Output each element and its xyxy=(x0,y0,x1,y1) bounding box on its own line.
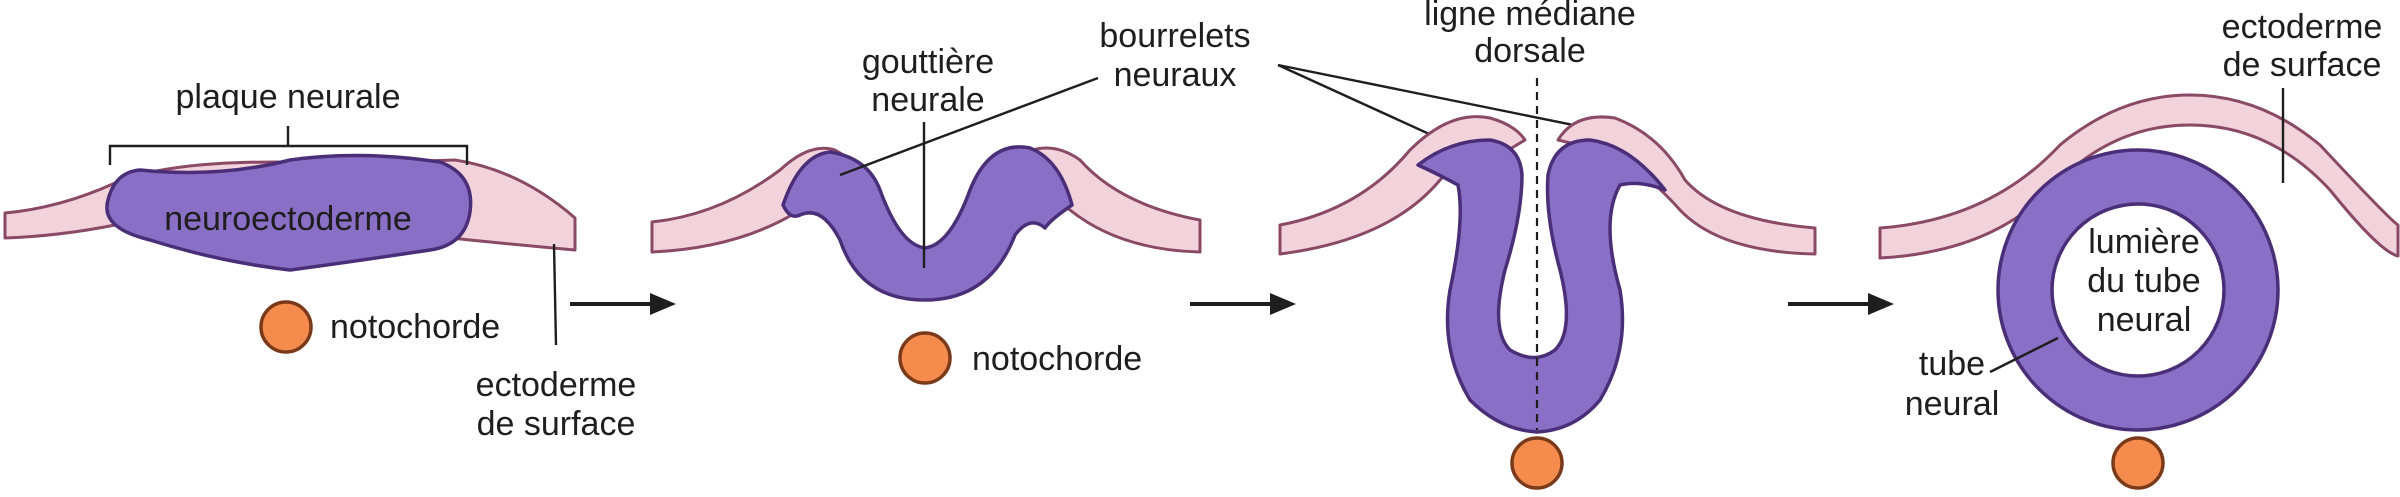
neural-plate-bracket xyxy=(108,126,469,165)
stage-neural-plate: neuroectoderme plaque neurale notochorde… xyxy=(3,78,637,443)
neuroectoderm-plate xyxy=(105,153,473,272)
neural-groove-label-line1: gouttière xyxy=(862,43,994,81)
arrow-3 xyxy=(1788,293,1894,315)
neural-folds-label-line1: bourrelets xyxy=(1099,17,1250,55)
neural-tube-ring xyxy=(1999,151,2277,429)
neural-folds-label-line2: neuraux xyxy=(1114,56,1237,94)
neural-tube-ring-inner xyxy=(2050,202,2226,378)
lumen-label-line3: neural xyxy=(2097,301,2192,339)
notochord-label: notochorde xyxy=(330,308,500,346)
notochord-circle xyxy=(2111,436,2165,490)
neural-folds-leader-left xyxy=(839,76,1099,177)
notochord-label: notochorde xyxy=(972,340,1142,378)
stage-neural-folds: ligne médiane dorsale xyxy=(1278,0,1817,490)
neuroectoderm-folds xyxy=(1416,138,1667,434)
notochord-circle xyxy=(1510,436,1564,490)
neural-tube-label-line2: neural xyxy=(1905,385,2000,423)
arrow-1 xyxy=(570,293,676,315)
surface-ectoderm-label-line1: ectoderme xyxy=(476,366,637,404)
notochord-circle xyxy=(259,300,313,354)
neural-plate-label: plaque neurale xyxy=(176,78,401,116)
neuroectoderm-groove xyxy=(781,145,1074,302)
lumen-label-line2: du tube xyxy=(2087,262,2200,300)
neuroectoderm-label: neuroectoderme xyxy=(164,200,412,238)
surface-ectoderm-label-line1: ectoderme xyxy=(2222,8,2383,46)
neural-groove-label-line2: neurale xyxy=(871,81,984,119)
surface-ectoderm-label-line2: de surface xyxy=(2223,46,2382,84)
arrow-2 xyxy=(1190,293,1296,315)
notochord-circle xyxy=(898,331,952,385)
neural-tube-label-line1: tube xyxy=(1919,345,1985,383)
stage-neural-groove: gouttière neurale bourrelets neuraux not… xyxy=(650,17,1599,385)
neural-folds-leader-mid xyxy=(1277,63,1439,140)
dorsal-midline-label-line1: ligne médiane xyxy=(1424,0,1636,33)
dorsal-midline-label-line2: dorsale xyxy=(1474,32,1586,70)
surface-ectoderm-leader xyxy=(552,243,558,346)
neural-tube-ring-outer xyxy=(1996,148,2280,432)
neural-folds-leader-right xyxy=(1277,63,1599,132)
neural-tube-leader xyxy=(1989,336,2059,374)
lumen-label-line1: lumière xyxy=(2088,223,2199,261)
surface-ectoderm-label-line2: de surface xyxy=(477,405,636,443)
stage-neural-tube: lumière du tube neural ectoderme de surf… xyxy=(1878,8,2400,490)
